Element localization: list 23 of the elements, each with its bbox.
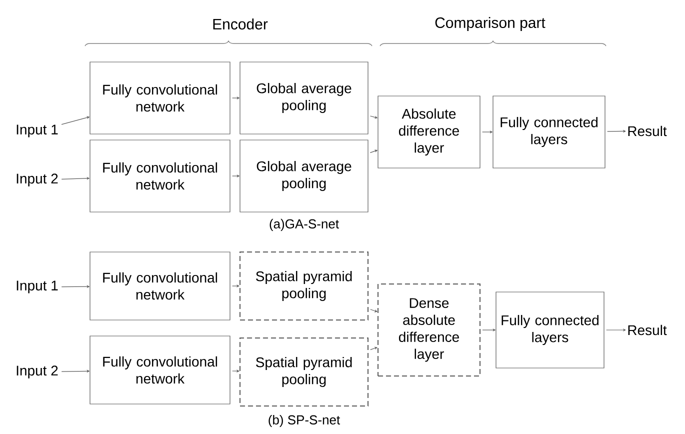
layer-box: Dense absolute difference layer [378, 284, 480, 376]
arrow [370, 346, 378, 350]
layer-box: Global average pooling [240, 62, 368, 134]
figure-caption: (a)GA-S-net [270, 218, 339, 232]
layer-box: Fully convolutional network [90, 336, 230, 404]
section-heading: Comparison part [435, 17, 546, 31]
layer-box: Fully convolutional network [90, 140, 230, 212]
layer-box: Fully convolutional network [90, 62, 230, 134]
layer-box: Spatial pyramid pooling [240, 338, 368, 406]
input-label: Input 2 [16, 366, 58, 378]
output-label: Result [628, 324, 667, 336]
layer-box: Absolute difference layer [378, 96, 480, 168]
input-label: Input 1 [16, 280, 58, 294]
section-heading: Encoder [213, 18, 268, 30]
output-label: Result [628, 126, 667, 136]
input-label: Input 2 [16, 174, 58, 186]
layer-box: Spatial pyramid pooling [240, 252, 368, 320]
layer-box: Fully convolutional network [90, 252, 230, 320]
layer-box: Fully connected layers [492, 96, 606, 168]
layer-box: Fully connected layers [496, 292, 604, 368]
layer-box: Global average pooling [240, 140, 368, 212]
input-label: Input 1 [16, 124, 58, 138]
arrow [370, 309, 378, 312]
